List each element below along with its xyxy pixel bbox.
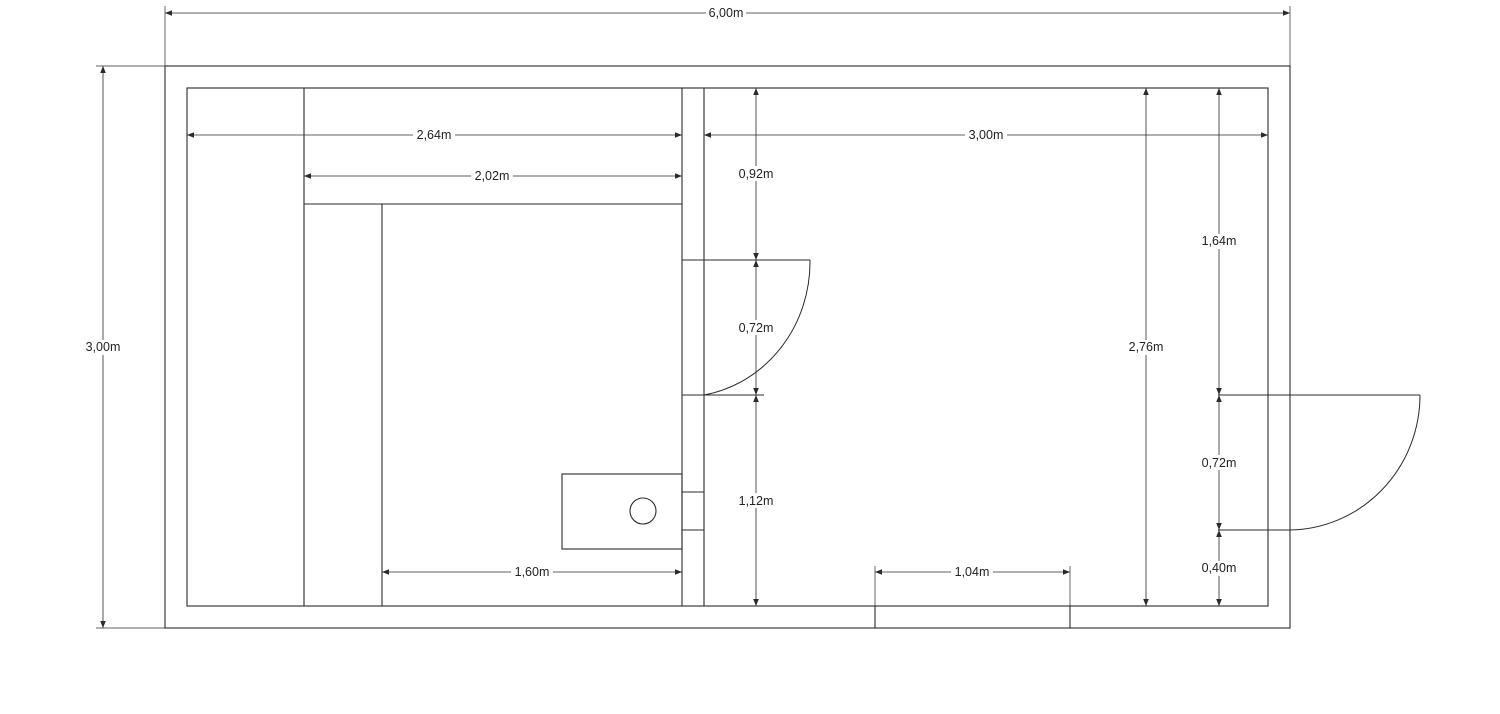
- label-window-width: 1,04m: [955, 565, 990, 579]
- sauna-stove: [561, 473, 704, 550]
- stove-chimney: [629, 497, 657, 525]
- label-right-room-width: 3,00m: [969, 128, 1004, 142]
- dimension-lines: [100, 10, 1290, 628]
- label-above-entry-door: 1,64m: [1202, 234, 1237, 248]
- label-left-room-width: 2,64m: [417, 128, 452, 142]
- label-overall-length: 6,00m: [709, 6, 744, 20]
- entry-door: [1218, 394, 1421, 531]
- inner-door: [682, 259, 811, 396]
- extension-lines: [96, 6, 1291, 629]
- sauna-benches: [303, 88, 682, 606]
- label-overall-width: 3,00m: [86, 340, 121, 354]
- outer-wall: [164, 65, 1291, 629]
- inner-wall-outline: [186, 87, 1269, 607]
- label-inner-width: 2,02m: [475, 169, 510, 183]
- entry-door-swing: [1289, 394, 1421, 531]
- label-entry-door-width: 0,72m: [1202, 456, 1237, 470]
- label-below-inner-door: 1,12m: [739, 494, 774, 508]
- label-below-entry-door: 0,40m: [1202, 561, 1237, 575]
- inner-door-swing: [703, 259, 811, 396]
- walls: [164, 65, 1291, 629]
- window: [874, 606, 1071, 628]
- label-above-inner-door: 0,92m: [739, 167, 774, 181]
- label-inner-door-width: 0,72m: [739, 321, 774, 335]
- label-bench-length: 1,60m: [515, 565, 550, 579]
- label-right-room-depth: 2,76m: [1129, 340, 1164, 354]
- dimension-labels: 6,00m 3,00m 2,64m 2,02m 3,00m 1,60m 1,04…: [86, 6, 1237, 579]
- label-backgrounds: [82, 6, 1240, 579]
- stove-body: [561, 473, 683, 550]
